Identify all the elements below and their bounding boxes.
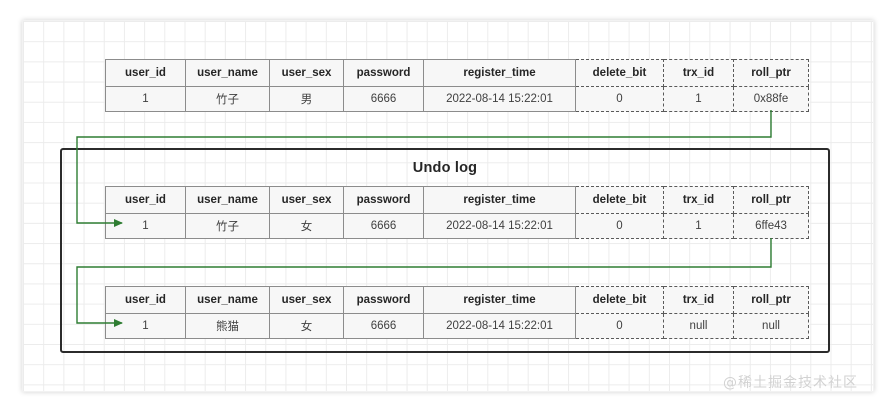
watermark: @稀土掘金技术社区 [723,375,858,391]
col-header-user_name: user_name [185,186,270,214]
cell-user_id: 1 [105,86,186,112]
col-header-trx_id: trx_id [663,59,734,87]
cell-user_id: 1 [105,213,186,239]
col-header-user_name: user_name [185,59,270,87]
cell-register_time: 2022-08-14 15:22:01 [423,86,576,112]
col-header-trx_id: trx_id [663,286,734,314]
cell-trx_id: null [663,313,734,339]
col-header-roll_ptr: roll_ptr [733,286,809,314]
cell-trx_id: 1 [663,86,734,112]
current-row-table: user_id user_name user_sex password regi… [105,59,809,112]
col-header-user_id: user_id [105,186,186,214]
cell-password: 6666 [343,86,424,112]
cell-delete_bit: 0 [575,213,664,239]
col-header-password: password [343,59,424,87]
cell-register_time: 2022-08-14 15:22:01 [423,313,576,339]
col-header-delete_bit: delete_bit [575,186,664,214]
table-header-row: user_id user_name user_sex password regi… [105,59,809,87]
cell-roll_ptr: 6ffe43 [733,213,809,239]
col-header-roll_ptr: roll_ptr [733,186,809,214]
col-header-user_sex: user_sex [269,59,344,87]
cell-password: 6666 [343,313,424,339]
cell-user_sex: 男 [269,86,344,112]
cell-user_name: 竹子 [185,213,270,239]
undo-log-version-2-table: user_id user_name user_sex password regi… [105,286,809,339]
col-header-register_time: register_time [423,59,576,87]
cell-delete_bit: 0 [575,86,664,112]
cell-user_name: 熊猫 [185,313,270,339]
cell-password: 6666 [343,213,424,239]
col-header-roll_ptr: roll_ptr [733,59,809,87]
col-header-user_sex: user_sex [269,186,344,214]
col-header-user_sex: user_sex [269,286,344,314]
col-header-password: password [343,186,424,214]
cell-user_id: 1 [105,313,186,339]
col-header-delete_bit: delete_bit [575,59,664,87]
col-header-user_id: user_id [105,59,186,87]
col-header-register_time: register_time [423,186,576,214]
table-row: 1 熊猫 女 6666 2022-08-14 15:22:01 0 null n… [105,313,809,339]
col-header-password: password [343,286,424,314]
undo-log-title: Undo log [412,160,478,176]
cell-user_sex: 女 [269,313,344,339]
col-header-user_id: user_id [105,286,186,314]
table-row: 1 竹子 男 6666 2022-08-14 15:22:01 0 1 0x88… [105,86,809,112]
col-header-delete_bit: delete_bit [575,286,664,314]
cell-trx_id: 1 [663,213,734,239]
col-header-trx_id: trx_id [663,186,734,214]
cell-delete_bit: 0 [575,313,664,339]
cell-register_time: 2022-08-14 15:22:01 [423,213,576,239]
col-header-user_name: user_name [185,286,270,314]
table-header-row: user_id user_name user_sex password regi… [105,186,809,214]
table-row: 1 竹子 女 6666 2022-08-14 15:22:01 0 1 6ffe… [105,213,809,239]
cell-user_sex: 女 [269,213,344,239]
undo-log-version-1-table: user_id user_name user_sex password regi… [105,186,809,239]
cell-user_name: 竹子 [185,86,270,112]
table-header-row: user_id user_name user_sex password regi… [105,286,809,314]
cell-roll_ptr: 0x88fe [733,86,809,112]
col-header-register_time: register_time [423,286,576,314]
cell-roll_ptr: null [733,313,809,339]
